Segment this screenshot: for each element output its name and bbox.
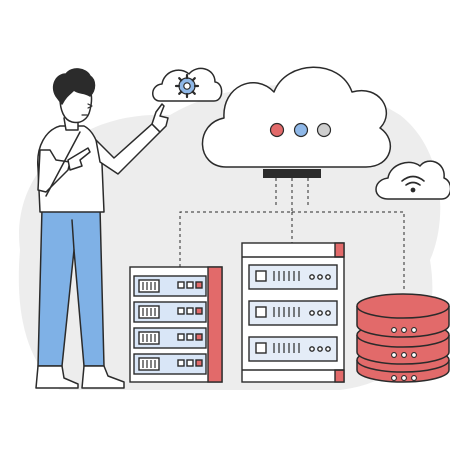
server-unit (133, 327, 207, 349)
gear-icon (174, 73, 200, 99)
wifi-icon (401, 175, 425, 193)
status-dot-red (269, 122, 285, 138)
pointing-hand (151, 103, 169, 133)
server-unit (248, 336, 338, 362)
cloud-connector (263, 169, 321, 178)
connection-lines (179, 178, 405, 292)
status-dot-grey (316, 122, 332, 138)
gear-cloud (152, 67, 223, 102)
wifi-cloud (375, 160, 450, 200)
person (35, 68, 169, 389)
server-unit (133, 301, 207, 323)
server-unit (133, 353, 207, 375)
server-rack-middle (241, 242, 345, 383)
left-hand (67, 147, 91, 171)
bag-strap (45, 131, 81, 197)
database-icon (356, 293, 450, 383)
server-rack-left (129, 266, 223, 383)
server-unit (133, 275, 207, 297)
right-shoe (81, 365, 125, 389)
status-dot-blue (293, 122, 309, 138)
hair (52, 68, 96, 105)
left-shoe (35, 365, 79, 389)
server-unit (248, 300, 338, 326)
main-cloud (201, 66, 391, 178)
server-unit (248, 264, 338, 290)
